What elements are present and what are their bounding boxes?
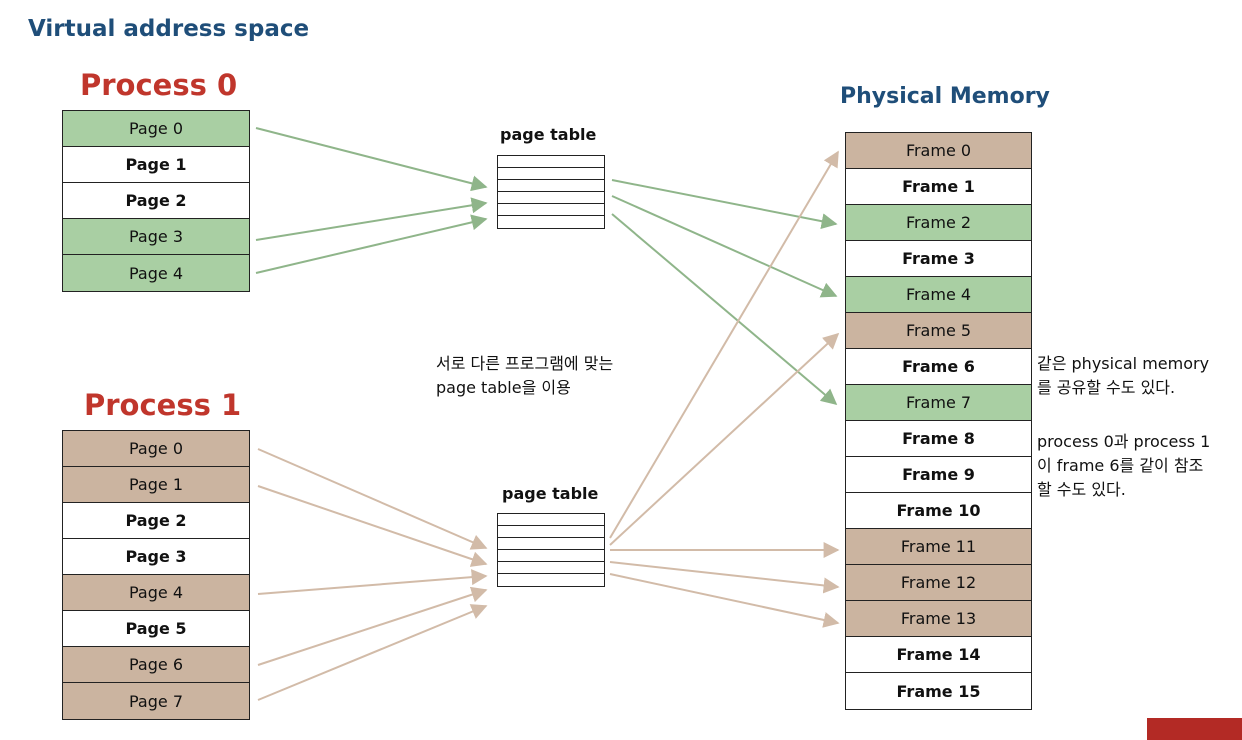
frame-1: Frame 1 xyxy=(846,169,1031,205)
note-shared-memory: 같은 physical memory 를 공유할 수도 있다. xyxy=(1037,352,1209,400)
page-table-0-label: page table xyxy=(500,125,597,144)
frame-14: Frame 14 xyxy=(846,637,1031,673)
arrow-p0-page0 xyxy=(255,127,488,192)
process0-title: Process 0 xyxy=(80,68,238,102)
page-table-entry xyxy=(498,180,604,192)
process0-page-1: Page 1 xyxy=(63,147,249,183)
process1-page-6: Page 6 xyxy=(63,647,249,683)
arrow-pt1-frame0 xyxy=(609,150,839,539)
frame-15: Frame 15 xyxy=(846,673,1031,709)
frame-7: Frame 7 xyxy=(846,385,1031,421)
process1-title: Process 1 xyxy=(84,388,242,422)
arrow-pt1-frame12 xyxy=(609,561,840,594)
frame-2: Frame 2 xyxy=(846,205,1031,241)
process0-page-0: Page 0 xyxy=(63,111,249,147)
page-table-entry xyxy=(498,168,604,180)
page-table-entry xyxy=(498,514,604,526)
arrow-p1-page1 xyxy=(257,485,488,567)
note-line: 를 공유할 수도 있다. xyxy=(1037,378,1176,397)
arrow-p0-page4 xyxy=(255,214,488,274)
frame-12: Frame 12 xyxy=(846,565,1031,601)
frame-8: Frame 8 xyxy=(846,421,1031,457)
arrow-pt0-frame4 xyxy=(611,195,838,298)
page-table-1-label: page table xyxy=(502,484,599,503)
frame-3: Frame 3 xyxy=(846,241,1031,277)
note-line: 이 frame 6를 같이 참조 xyxy=(1037,456,1204,475)
frame-13: Frame 13 xyxy=(846,601,1031,637)
process0-page-4: Page 4 xyxy=(63,255,249,291)
process1-page-2: Page 2 xyxy=(63,503,249,539)
note-line: 같은 physical memory xyxy=(1037,354,1210,373)
arrow-p0-page3 xyxy=(255,197,488,241)
slide-corner-bar xyxy=(1147,718,1242,740)
frame-11: Frame 11 xyxy=(846,529,1031,565)
physical-memory-title: Physical Memory xyxy=(840,84,1050,109)
note-line: 서로 다른 프로그램에 맞는 xyxy=(436,354,614,373)
process1-page-1: Page 1 xyxy=(63,467,249,503)
process1-page-7: Page 7 xyxy=(63,683,249,719)
note-separate-page-tables: 서로 다른 프로그램에 맞는 page table을 이용 xyxy=(436,352,613,400)
arrow-pt0-frame7 xyxy=(611,213,838,406)
page-table-0 xyxy=(497,155,605,229)
page-table-entry xyxy=(498,192,604,204)
arrow-pt1-frame5 xyxy=(609,332,840,546)
page-table-entry xyxy=(498,562,604,574)
arrow-p1-page6 xyxy=(257,586,488,666)
process0-page-2: Page 2 xyxy=(63,183,249,219)
frame-9: Frame 9 xyxy=(846,457,1031,493)
page-table-entry xyxy=(498,156,604,168)
frame-6: Frame 6 xyxy=(846,349,1031,385)
process1-page-3: Page 3 xyxy=(63,539,249,575)
process1-page-0: Page 0 xyxy=(63,431,249,467)
arrow-p1-page4 xyxy=(257,569,488,595)
arrow-pt0-frame2 xyxy=(611,179,838,230)
process1-page-4: Page 4 xyxy=(63,575,249,611)
page-table-entry xyxy=(498,550,604,562)
frame-4: Frame 4 xyxy=(846,277,1031,313)
note-line: process 0과 process 1 xyxy=(1037,432,1211,451)
process0-page-3: Page 3 xyxy=(63,219,249,255)
process1-page-5: Page 5 xyxy=(63,611,249,647)
note-line: 할 수도 있다. xyxy=(1037,480,1126,499)
note-line: page table을 이용 xyxy=(436,378,571,397)
frame-5: Frame 5 xyxy=(846,313,1031,349)
page-table-entry xyxy=(498,204,604,216)
page-table-entry xyxy=(498,538,604,550)
arrow-p1-page7 xyxy=(257,604,488,701)
arrow-pt1-frame13 xyxy=(609,573,840,628)
note-shared-frame: process 0과 process 1 이 frame 6를 같이 참조 할 … xyxy=(1037,430,1210,502)
page-table-1 xyxy=(497,513,605,587)
page-table-entry xyxy=(498,526,604,538)
diagram-title: Virtual address space xyxy=(28,16,310,42)
frame-10: Frame 10 xyxy=(846,493,1031,529)
frame-0: Frame 0 xyxy=(846,133,1031,169)
arrow-p1-page0 xyxy=(257,448,488,550)
